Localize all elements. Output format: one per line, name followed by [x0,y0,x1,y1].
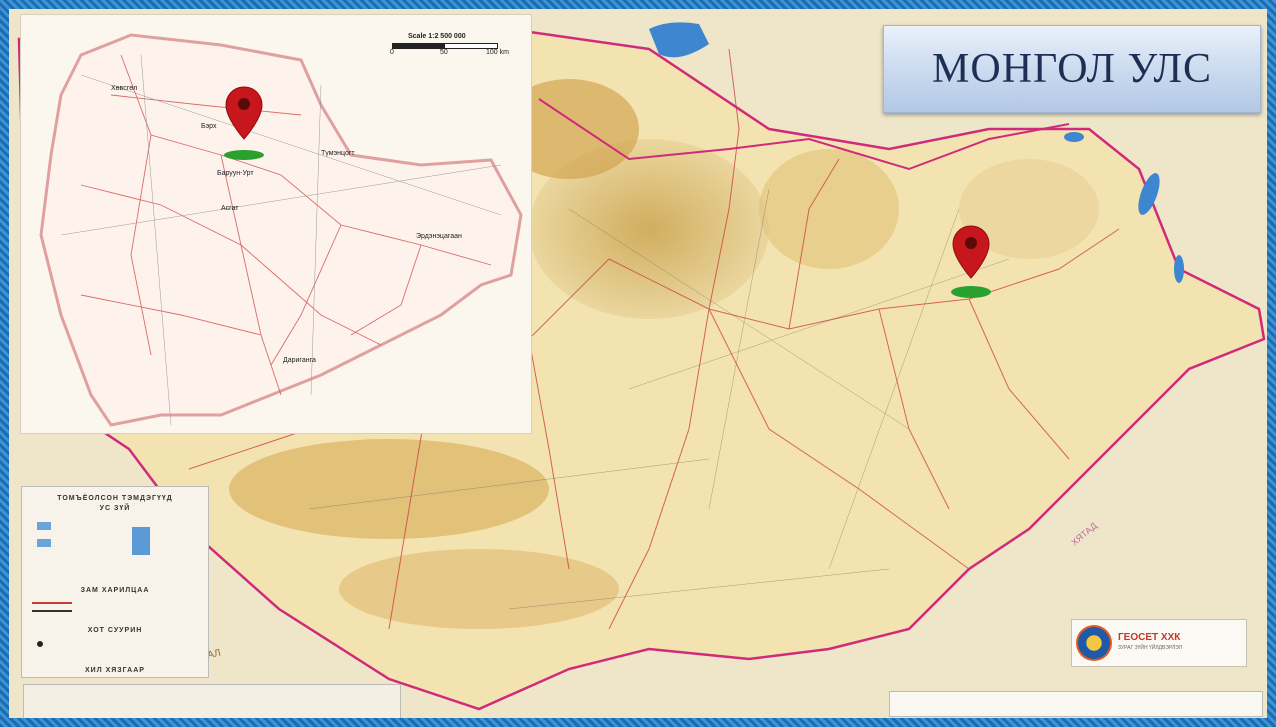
info-panel [889,691,1263,717]
place-label: Түмэнцогт [321,150,355,157]
legend-settlements-heading: ХОТ СУУРИН [87,627,143,634]
lake-symbol [37,539,51,547]
publisher-emblem-icon [1076,625,1112,661]
place-label: Хөвсгөл [111,85,138,92]
map-title: МОНГОЛ УЛС [932,46,1212,92]
inset-map[interactable]: Scale 1:2 500 000 0 50 100 km Бэрх Баруу… [20,14,532,434]
legend-subheading: УС ЗҮЙ [99,505,131,512]
location-pin-icon[interactable] [951,224,991,300]
place-label: Бэрх [201,123,217,130]
publisher-name: ГЕОСЕТ ХХК ЗУРАГ ЗҮЙН ҮЙЛДВЭРЛЭЛ [1118,632,1182,654]
place-label: Асгат [221,205,239,212]
mongolia-map [9,9,1267,718]
settlement-symbol [37,641,43,647]
legend-border-heading: ХИЛ ХЯЗГААР [85,667,145,674]
scale-tick: 0 [390,49,394,56]
road-symbol [32,610,72,612]
scale-bar-graphic [392,43,498,49]
legend-heading: ТОМЪЁОЛСОН ТЭМДЭГҮҮД [57,495,173,502]
water-symbol [132,527,150,555]
lake-symbol [37,522,51,530]
legend-roads-heading: ЗАМ ХАРИЛЦАА [80,587,150,594]
publisher-name-text: ГЕОСЕТ ХХК [1118,632,1181,643]
place-label: Дариганга [283,357,316,364]
scale-tick: 50 [440,49,448,56]
map-legend: ТОМЪЁОЛСОН ТЭМДЭГҮҮД УС ЗҮЙ ЗАМ ХАРИЛЦАА… [21,486,209,678]
place-label: Баруун-Урт [217,170,254,177]
road-symbol [32,602,72,604]
publisher-logo: ГЕОСЕТ ХХК ЗУРАГ ЗҮЙН ҮЙЛДВЭРЛЭЛ [1071,619,1247,667]
place-label: Эрдэнэцагаан [416,233,462,240]
scale-title: Scale 1:2 500 000 [408,33,466,40]
scale-bar: Scale 1:2 500 000 0 50 100 km [386,33,521,61]
map-canvas[interactable]: МОНГОЛ УЛС [9,9,1267,718]
publisher-tagline: ЗУРАГ ЗҮЙН ҮЙЛДВЭРЛЭЛ [1118,645,1182,651]
inset-map-graphic [39,33,523,427]
map-title-box: МОНГОЛ УЛС [883,25,1261,113]
legend-strip [23,684,401,718]
scale-tick: 100 km [486,49,509,56]
location-pin-icon[interactable] [224,85,264,161]
